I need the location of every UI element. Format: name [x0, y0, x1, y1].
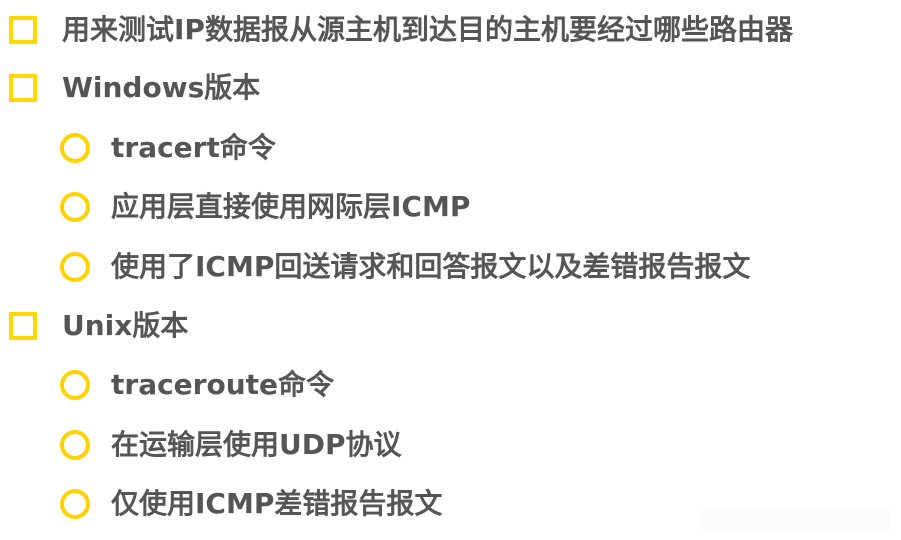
list-item-purpose: 用来测试IP数据报从源主机到达目的主机要经过哪些路由器	[9, 10, 793, 50]
list-item-unix-version: Unix版本	[9, 306, 188, 346]
list-item-text: 用来测试IP数据报从源主机到达目的主机要经过哪些路由器	[62, 13, 793, 46]
square-bullet-icon	[9, 74, 37, 102]
list-item-windows-version: Windows版本	[9, 68, 260, 108]
list-item-application-layer-icmp: 应用层直接使用网际层ICMP	[60, 187, 470, 227]
list-item-text: Unix版本	[62, 309, 189, 342]
circle-bullet-icon	[60, 252, 90, 282]
list-item-text: 仅使用ICMP差错报告报文	[111, 487, 443, 520]
circle-bullet-icon	[60, 133, 90, 163]
list-item-udp-transport: 在运输层使用UDP协议	[60, 425, 402, 465]
list-item-text: 在运输层使用UDP协议	[111, 428, 402, 461]
list-item-text: Windows版本	[62, 71, 261, 104]
circle-bullet-icon	[60, 430, 90, 460]
square-bullet-icon	[9, 16, 37, 44]
list-item-icmp-echo-and-error: 使用了ICMP回送请求和回答报文以及差错报告报文	[60, 247, 750, 287]
list-item-text: 应用层直接使用网际层ICMP	[111, 190, 471, 223]
circle-bullet-icon	[60, 489, 90, 519]
list-item-traceroute-command: traceroute命令	[60, 365, 334, 405]
list-item-text: 使用了ICMP回送请求和回答报文以及差错报告报文	[111, 250, 751, 283]
square-bullet-icon	[9, 312, 37, 340]
circle-bullet-icon	[60, 370, 90, 400]
list-item-icmp-error-only: 仅使用ICMP差错报告报文	[60, 484, 442, 524]
circle-bullet-icon	[60, 192, 90, 222]
list-item-text: tracert命令	[111, 131, 276, 164]
list-item-tracert-command: tracert命令	[60, 128, 276, 168]
footer-strip	[700, 510, 890, 532]
list-item-text: traceroute命令	[111, 368, 335, 401]
